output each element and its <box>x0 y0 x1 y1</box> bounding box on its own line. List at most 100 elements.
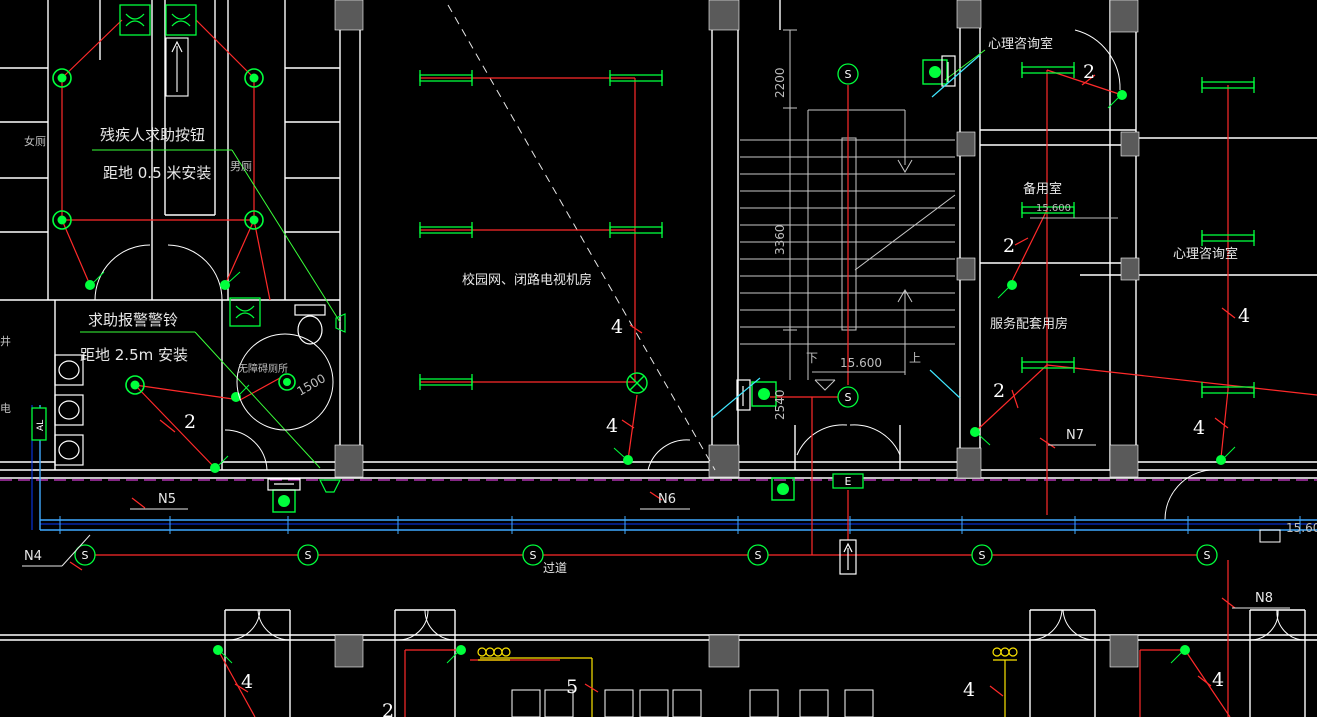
edge-label-shaft: 井 <box>0 334 11 348</box>
speaker-label: S <box>979 549 986 562</box>
door-swings <box>94 29 1306 641</box>
power-wiring <box>480 657 1006 717</box>
ceiling-light-icon <box>751 381 777 407</box>
room-label-womens-wc: 女厕 <box>24 134 46 148</box>
ceiling-light-icon <box>922 59 948 85</box>
ceiling-light-icon <box>125 375 145 395</box>
exhaust-fan-icon <box>165 4 197 36</box>
wire-count: 4 <box>1193 417 1205 439</box>
speaker-icon <box>837 63 859 85</box>
circuit-label-n5: N5 <box>158 492 176 507</box>
circuit-label-n7: N7 <box>1066 428 1084 443</box>
ceiling-light-icon <box>52 68 72 88</box>
exhaust-fan-icon <box>119 4 151 36</box>
smoke-detector-icon <box>626 372 648 394</box>
room-label-accessible-wc: 无障碍厕所 <box>238 362 288 375</box>
exhaust-fan-icon <box>229 297 261 327</box>
speaker-icon <box>1196 544 1218 566</box>
dimension-labels: 2200 3360 2540 1500 15.600 15.600 15.60 … <box>295 67 1317 535</box>
ceiling-light-icon <box>244 210 264 230</box>
wall-switches <box>85 90 1236 664</box>
television-outlet-icon <box>941 55 956 87</box>
emergency-panel-label: E <box>845 475 852 488</box>
room-label-psych-consult-1: 心理咨询室 <box>988 36 1053 52</box>
note-alarm-bell-height: 距地 2.5m 安装 <box>80 346 188 364</box>
structural-columns <box>334 0 1140 668</box>
room-label-campus-network: 校园网、闭路电视机房 <box>462 272 592 288</box>
edge-label-electric: 电 <box>0 402 11 415</box>
circuit-label-n4: N4 <box>24 549 42 564</box>
room-label-spare-room: 备用室 <box>1023 181 1062 197</box>
wire-count: 5 <box>566 676 578 698</box>
stair-up-label: 上 <box>909 351 921 365</box>
ceiling-light-icon <box>272 489 296 513</box>
distribution-box: AL <box>31 407 47 441</box>
wire-count: 4 <box>241 671 253 693</box>
elevation-spare-room: 15.600 <box>1036 203 1071 214</box>
room-label-service-room: 服务配套用房 <box>990 316 1068 332</box>
speaker-label: S <box>1204 549 1211 562</box>
stair-down-label: 下 <box>806 351 818 365</box>
note-leaders <box>80 49 986 469</box>
ceiling-light-icon <box>244 68 264 88</box>
television-outlet-icon <box>736 379 751 411</box>
fluorescent-fittings <box>419 62 1255 398</box>
wash-basin-icon <box>54 354 84 466</box>
speaker-icon <box>971 544 993 566</box>
wall-outlet <box>319 313 346 493</box>
elevation-right: 15.60 <box>1286 521 1317 535</box>
speaker-icon <box>522 544 544 566</box>
wire-count-labels: 2 4 4 2 2 2 4 4 2 4 5 4 4 <box>184 61 1250 717</box>
wire-count: 2 <box>184 411 196 433</box>
speaker-label: S <box>845 68 852 81</box>
circuit-label-n6: N6 <box>658 492 676 507</box>
speaker-label: S <box>530 549 537 562</box>
wire-count: 2 <box>382 700 394 717</box>
wire-count: 4 <box>606 415 618 437</box>
room-label-corridor: 过道 <box>543 561 567 575</box>
speaker-icon <box>747 544 769 566</box>
wire-ticks <box>69 74 1236 697</box>
ceiling-lights <box>52 59 948 513</box>
toilet-icon <box>294 304 326 345</box>
ceiling-light-icon <box>52 210 72 230</box>
television-outlet-icon <box>267 478 301 491</box>
speaker-icon <box>837 386 859 408</box>
dimension-3360: 3360 <box>773 224 787 255</box>
circuit-label-n8: N8 <box>1255 591 1273 606</box>
circuit-labels: N5 N6 N7 N4 N8 <box>22 428 1290 609</box>
wire-count: 2 <box>1003 235 1015 257</box>
wire-count: 4 <box>963 679 975 701</box>
speaker-label: S <box>305 549 312 562</box>
room-label-psych-consult-2: 心理咨询室 <box>1173 246 1238 262</box>
elevator-arrow-icon <box>165 37 189 97</box>
accessible-turning-circle <box>236 333 334 431</box>
note-alarm-bell: 求助报警警铃 <box>88 311 178 329</box>
ceiling-light-icon <box>771 477 795 501</box>
wire-count: 2 <box>1083 61 1095 83</box>
dimension-1500: 1500 <box>295 371 328 398</box>
wire-count: 4 <box>1238 305 1250 327</box>
speaker-label: S <box>755 549 762 562</box>
circuit-wiring <box>61 19 1317 717</box>
room-labels: 校园网、闭路电视机房 心理咨询室 心理咨询室 备用室 服务配套用房 过道 女厕 … <box>0 36 1238 575</box>
annotation-notes: 残疾人求助按钮 距地 0.5 米安装 求助报警警铃 距地 2.5m 安装 <box>80 126 211 364</box>
wire-count: 4 <box>611 316 623 338</box>
speakers <box>74 63 1218 566</box>
dimension-2540: 2540 <box>773 389 787 420</box>
speaker-label: S <box>845 391 852 404</box>
note-disabled-call-button: 残疾人求助按钮 <box>100 126 205 144</box>
speaker-icon <box>297 544 319 566</box>
wire-count: 4 <box>1212 669 1224 691</box>
dimension-2200: 2200 <box>773 67 787 98</box>
note-disabled-call-height: 距地 0.5 米安装 <box>103 164 211 182</box>
room-label-mens-wc: 男厕 <box>230 160 252 173</box>
elevation-stair: 15.600 <box>840 356 882 370</box>
speaker-labels: S S S S S S S S <box>82 68 1211 562</box>
speaker-icon <box>74 544 96 566</box>
ceiling-light-icon <box>278 373 296 391</box>
wire-count: 2 <box>993 380 1005 402</box>
speaker-label: S <box>82 549 89 562</box>
